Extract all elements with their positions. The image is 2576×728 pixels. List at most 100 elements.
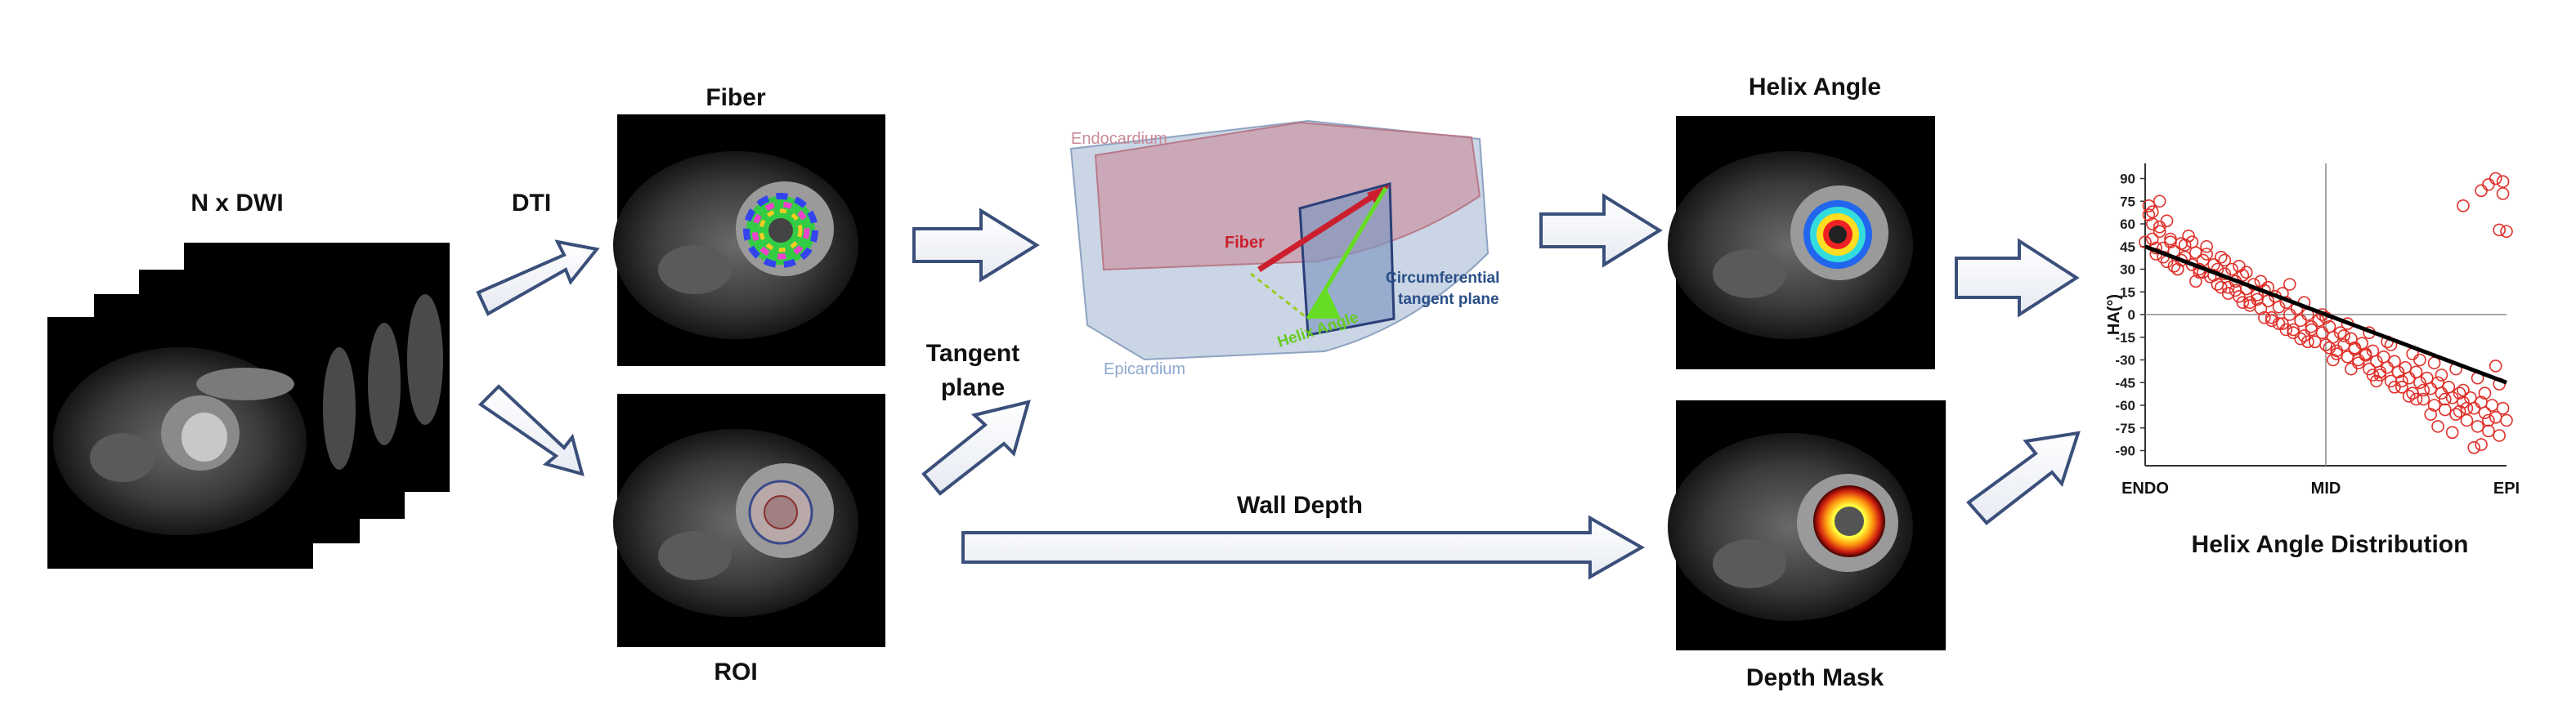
data-point [2373,368,2387,382]
data-point [2445,426,2459,440]
y-tick-label: -15 [2115,330,2135,346]
y-tick-label: 90 [2120,172,2135,187]
helix-angle-label: Helix Angle [1748,74,1882,100]
helix-anatomy [1668,151,1913,339]
data-point [2196,253,2210,267]
x-tick-label: MID [2311,480,2341,498]
data-point [2370,374,2383,388]
data-point [2153,225,2166,239]
wall-depth-label: Wall Depth [1237,492,1363,519]
data-point [2327,353,2340,367]
data-point [2424,408,2437,421]
data-point [2482,413,2495,427]
chart-points [2139,172,2513,454]
data-point [2189,246,2202,259]
data-point [2160,214,2174,228]
data-point [2395,380,2408,394]
y-tick-label: -90 [2115,444,2135,459]
data-point [2442,380,2456,394]
data-point [2475,184,2488,198]
data-point [2146,205,2159,219]
data-point [2493,429,2506,442]
y-tick-label: -75 [2115,421,2135,436]
data-point [2301,335,2314,349]
arrow-wall-depth [961,515,1646,580]
data-point [2471,420,2484,433]
arrow-helix-chart [1955,238,2080,318]
data-point [2312,314,2325,328]
tangent-plane-label: Tangent plane [925,340,1020,401]
data-point [2265,314,2278,328]
data-point [2359,347,2372,360]
x-tick-label: ENDO [2121,480,2169,498]
data-point [2478,386,2492,400]
data-point [2153,194,2166,208]
circumferential-text-2: tangent plane [1398,291,1499,308]
fiber-text: Fiber [1225,234,1265,252]
data-point [2239,266,2253,279]
data-point [2279,323,2293,337]
data-point [2496,401,2510,415]
projection-line [1250,272,1309,320]
data-point [2164,232,2177,246]
data-point [2142,208,2156,221]
data-point [2178,239,2192,252]
data-point [2489,172,2502,185]
data-point [2460,401,2474,415]
data-point [2449,408,2462,421]
data-point [2388,355,2401,368]
y-tick-label: 0 [2128,307,2135,323]
data-point [2182,229,2195,243]
data-point [2348,341,2362,355]
data-point [2171,262,2184,276]
data-point [2218,253,2232,267]
data-point [2467,440,2481,454]
data-point [2478,406,2492,420]
data-point [2493,223,2506,237]
data-point [2453,404,2466,418]
data-point [2373,365,2387,379]
data-point [2402,390,2416,403]
data-point [2243,296,2256,310]
arrows [476,193,2081,580]
data-point [2402,371,2416,385]
depth-mask-label: Depth Mask [1745,664,1884,691]
data-point [2305,323,2318,337]
y-tick-label: 60 [2120,217,2135,232]
y-tick-label: 45 [2120,239,2135,255]
dti-label: DTI [511,190,552,217]
circumferential-text-1: Circumferential [1386,270,1499,287]
data-point [2485,399,2499,412]
data-point [2427,399,2441,412]
data-point [2308,335,2322,349]
data-point [2496,175,2510,188]
arrow-diagram-helix [1539,193,1663,268]
data-point [2482,178,2495,191]
data-point [2496,187,2510,200]
data-point [2185,235,2199,249]
data-point [2258,310,2271,324]
fiber-label: Fiber [706,84,766,111]
data-point [2164,235,2177,249]
helix-angle-wedge [1308,288,1341,319]
fiber-vector [1257,187,1385,272]
y-tick-label: -30 [2115,353,2135,368]
fiber-anatomy [613,151,858,339]
data-point [2200,239,2213,253]
data-point [2200,248,2213,261]
trend-line [2144,244,2507,385]
helix-diagram: Endocardium Epicardium Fiber Helix Angle… [1069,119,1499,378]
data-point [2457,383,2470,397]
data-point [2189,275,2202,288]
data-point [2337,329,2350,342]
y-axis-label: HA(°) [2105,294,2123,335]
data-point [2243,299,2256,312]
arrow-dti-up [476,239,600,316]
depth-anatomy [1668,433,1913,621]
data-point [2500,413,2513,427]
data-point [2409,365,2423,379]
arrow-depth-chart [1966,431,2081,525]
distribution-label: Helix Angle Distribution [2191,531,2469,558]
